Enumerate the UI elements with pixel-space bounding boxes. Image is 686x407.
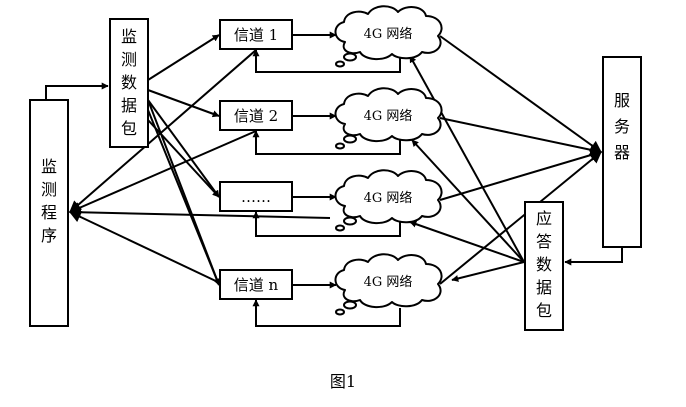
response-to-network-4-arrow [451, 261, 525, 282]
channel-1-box: 信道 1 [219, 19, 293, 50]
response-to-network-3-arrow [409, 220, 525, 263]
server-to-response-arrow [564, 248, 623, 266]
channel-ellipsis-box: …… [219, 181, 293, 212]
server-box: 服务器 [602, 56, 642, 248]
network-cloud-2: 4G 网络 [334, 87, 443, 150]
monitor-data-packet-label: 监测数据包 [121, 27, 137, 138]
response-to-network-1-arrow [409, 55, 525, 263]
network-1-label: 4G 网络 [364, 26, 413, 42]
network-2-loop-arrow [252, 130, 401, 155]
packet-to-channel-n-arrow-b [147, 119, 220, 198]
channel-ellipsis-label: …… [241, 188, 271, 206]
network-2-label: 4G 网络 [364, 108, 413, 124]
network-1-to-server-arrow [439, 35, 602, 153]
response-data-packet-box: 应答数据包 [524, 201, 564, 331]
response-to-network-2-arrow [411, 139, 525, 263]
network-3-loop-arrow [252, 211, 401, 237]
connector-arrows [45, 31, 623, 327]
channel-n-box: 信道 n [219, 269, 293, 300]
network-2-to-server-arrow [439, 117, 603, 156]
network-cloud-3: 4G 网络 [334, 169, 443, 232]
monitor-program-box: 监测程序 [29, 99, 69, 327]
monitor-data-packet-box: 监测数据包 [109, 18, 149, 148]
response-data-packet-label: 应答数据包 [536, 209, 552, 320]
channel-n-label: 信道 n [234, 276, 279, 294]
network-cloud-1: 4G 网络 [334, 5, 443, 68]
network-diagram: 监测程序 监测数据包 信道 1 信道 2 …… 信道 n 4G 网络 4G 网络 [29, 5, 642, 331]
network-4-label: 4G 网络 [364, 274, 413, 290]
network-1-loop-arrow [252, 49, 401, 73]
packet-to-channel-2-arrow-b [147, 99, 221, 286]
channel-n-to-program-arrow [68, 211, 221, 284]
monitor-program-label: 监测程序 [41, 157, 57, 245]
network-cloud-4: 4G 网络 [334, 253, 443, 316]
channel-2-box: 信道 2 [219, 100, 293, 131]
program-to-packet-arrow [45, 82, 109, 100]
packet-to-channel-3-arrow [147, 99, 220, 198]
channel-2-label: 信道 2 [234, 107, 278, 125]
network-3-label: 4G 网络 [364, 190, 413, 206]
network-4-loop-arrow [252, 299, 401, 327]
channel-ellipsis-to-program-arrow [68, 206, 331, 219]
server-label: 服务器 [614, 91, 630, 162]
figure-caption: 图1 [329, 372, 357, 391]
channel-2-to-program-arrow [68, 130, 257, 214]
packet-to-channel-1-arrow [147, 34, 220, 81]
packet-to-channel-2-arrow [147, 89, 220, 118]
network-3-to-server-arrow [439, 149, 603, 201]
channel-1-to-program-arrow [69, 49, 257, 213]
network-4-to-server-arrow [439, 151, 602, 285]
channel-1-label: 信道 1 [234, 26, 278, 44]
